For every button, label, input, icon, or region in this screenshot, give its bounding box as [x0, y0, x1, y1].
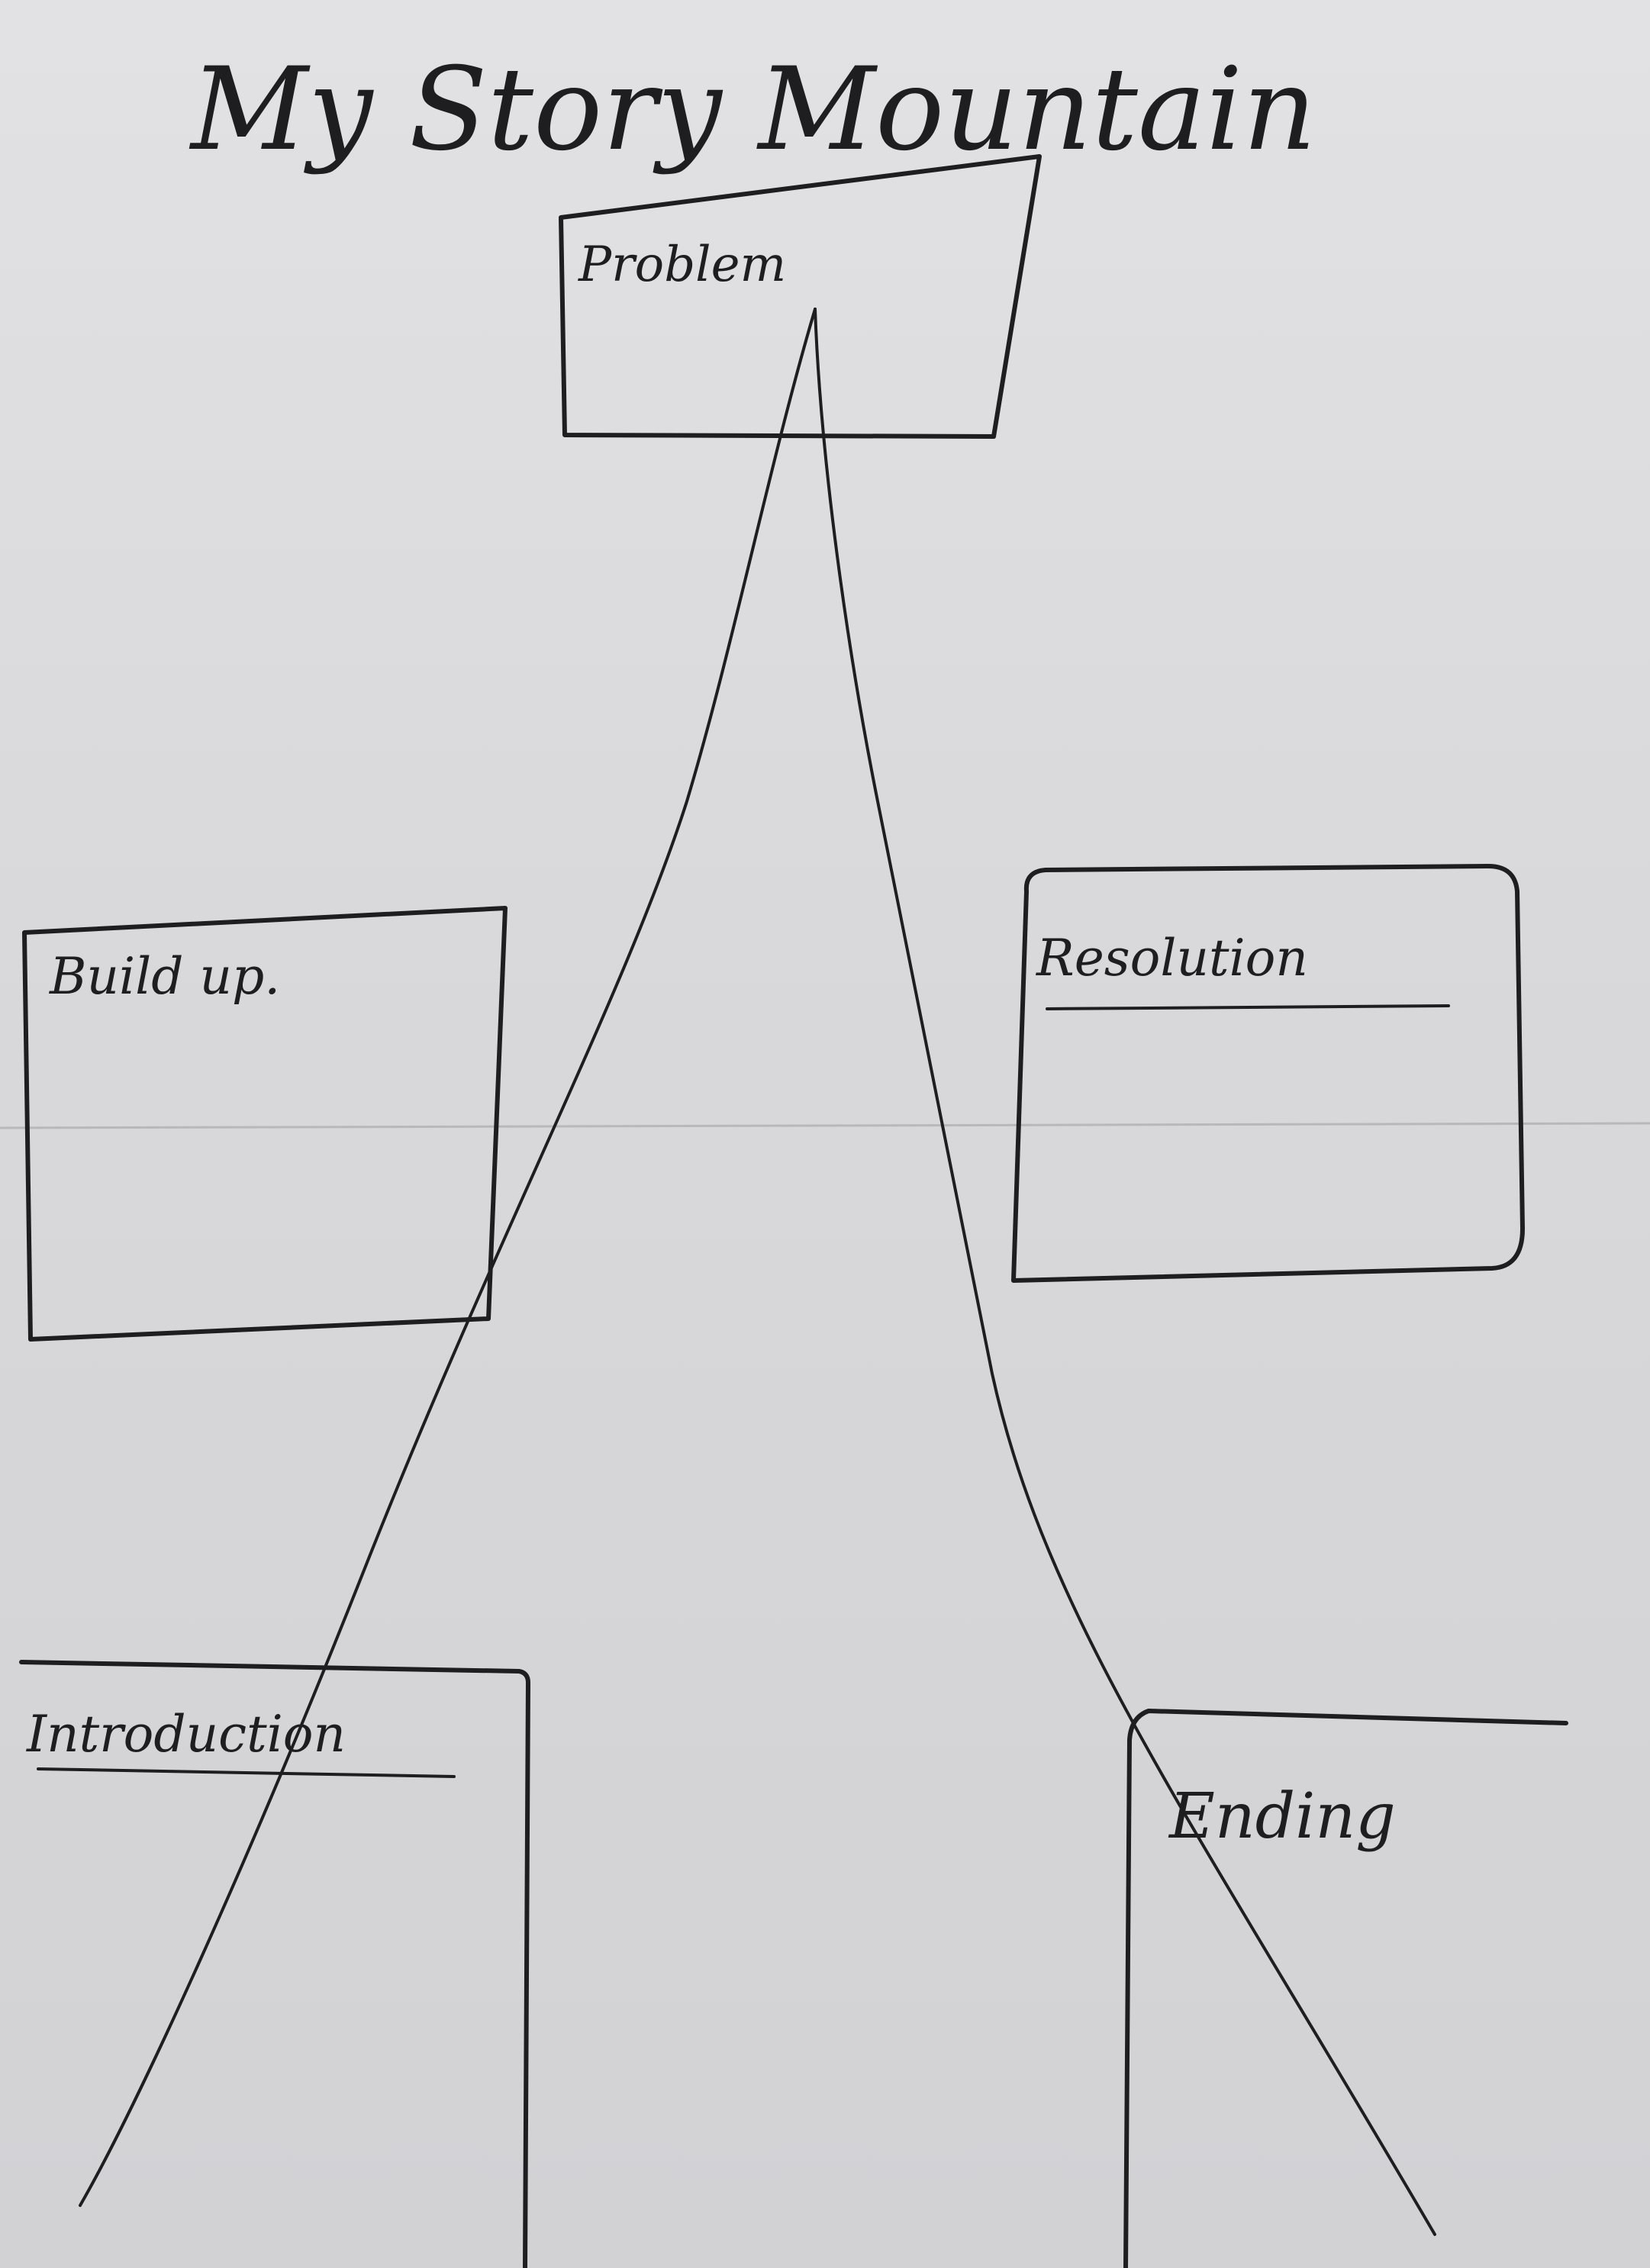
ending-box: Ending [1123, 1709, 1568, 2268]
introduction-box: Introduction [19, 1660, 530, 2268]
resolution-box-outline [1011, 864, 1525, 1283]
paper-fold-line [0, 1122, 1650, 1129]
introduction-label: Introduction [26, 1705, 346, 1764]
problem-label: Problem [578, 237, 786, 293]
ending-box-outline [1123, 1709, 1568, 2268]
build-up-label: Build up. [49, 947, 280, 1006]
introduction-box-outline [19, 1660, 530, 2268]
page-title: My Story Mountain [189, 43, 1316, 176]
resolution-underline [1046, 1004, 1450, 1010]
problem-box-outline [559, 154, 1042, 439]
mountain-left-slope [79, 308, 817, 2207]
build-up-box-outline [22, 906, 508, 1342]
resolution-label: Resolution [1036, 929, 1308, 987]
ending-label: Ending [1168, 1780, 1396, 1853]
problem-box: Problem [559, 154, 1042, 439]
build-up-box: Build up. [22, 906, 508, 1342]
resolution-box: Resolution [1011, 864, 1525, 1283]
introduction-underline [37, 1767, 456, 1778]
mountain-right-slope [814, 308, 1436, 2236]
